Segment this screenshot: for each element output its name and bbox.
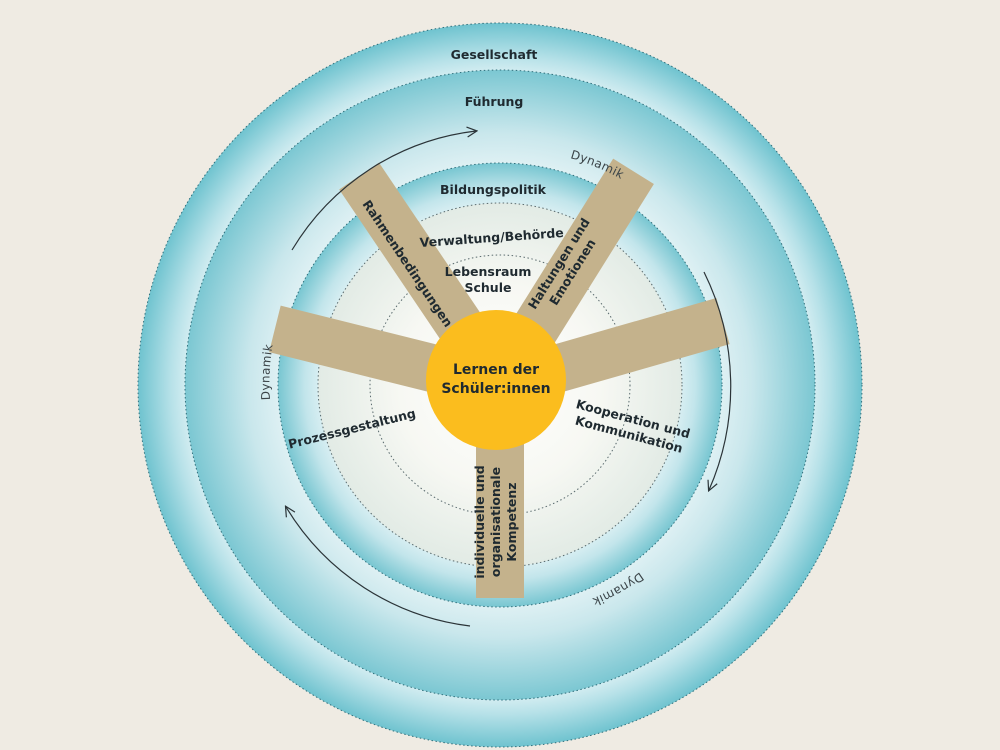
label-bildungspolitik: Bildungspolitik xyxy=(440,182,547,197)
center-circle xyxy=(426,310,566,450)
dynamic-arrow-right xyxy=(703,271,732,490)
label-kompetenz: individuelle und organisationale Kompete… xyxy=(472,465,519,578)
label-fuehrung: Führung xyxy=(465,94,524,109)
center-label-line2: Schüler:innen xyxy=(441,381,550,397)
center-label-line1: Lernen der xyxy=(453,362,539,378)
label-kompetenz-line3: Kompetenz xyxy=(504,482,519,561)
dynamic-label-left: Dynamik xyxy=(258,343,275,400)
label-kompetenz-line2: organisationale xyxy=(488,467,503,577)
dynamic-arrow-bottom-left xyxy=(286,507,471,627)
label-gesellschaft: Gesellschaft xyxy=(451,47,538,62)
dynamic-arrow-top xyxy=(291,131,476,251)
label-lebensraum-line2: Schule xyxy=(465,280,512,295)
label-kompetenz-line1: individuelle und xyxy=(472,465,487,578)
label-lebensraum-line1: Lebensraum xyxy=(445,264,532,279)
